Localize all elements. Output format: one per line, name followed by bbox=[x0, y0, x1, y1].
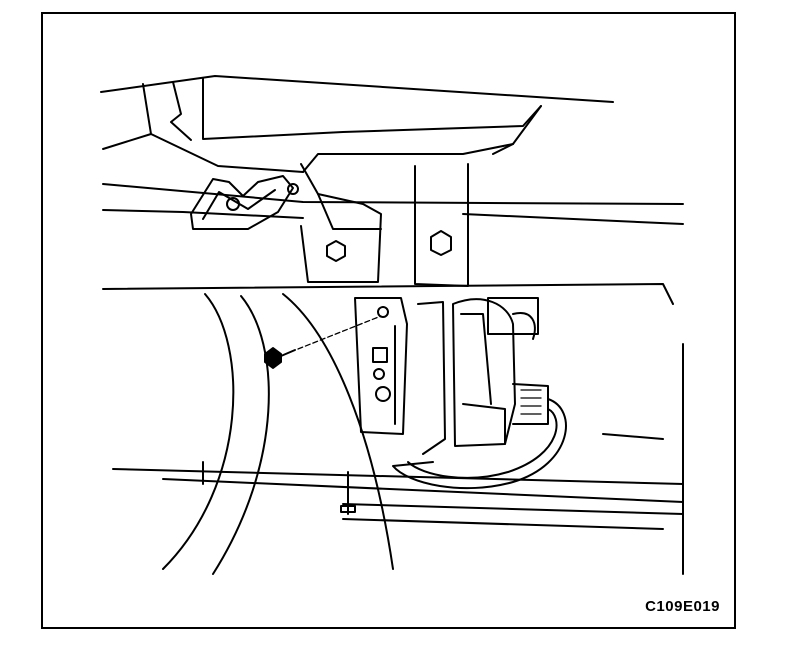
upper-dash-panel bbox=[100, 75, 614, 173]
right-side-panel bbox=[602, 343, 684, 575]
right-bracket bbox=[414, 163, 469, 287]
diagram-frame: C109E019 bbox=[41, 12, 736, 629]
mechanical-illustration bbox=[100, 75, 684, 575]
lower-rail bbox=[112, 461, 684, 530]
figure-code: C109E019 bbox=[645, 598, 720, 615]
cross-beam bbox=[102, 183, 684, 305]
air-duct bbox=[162, 293, 394, 575]
mounting-plate bbox=[354, 297, 408, 435]
left-bracket bbox=[300, 163, 382, 283]
actuator-motor bbox=[417, 297, 549, 455]
wire-harness bbox=[392, 398, 567, 490]
screw bbox=[264, 315, 382, 369]
u-clamp bbox=[190, 175, 299, 230]
